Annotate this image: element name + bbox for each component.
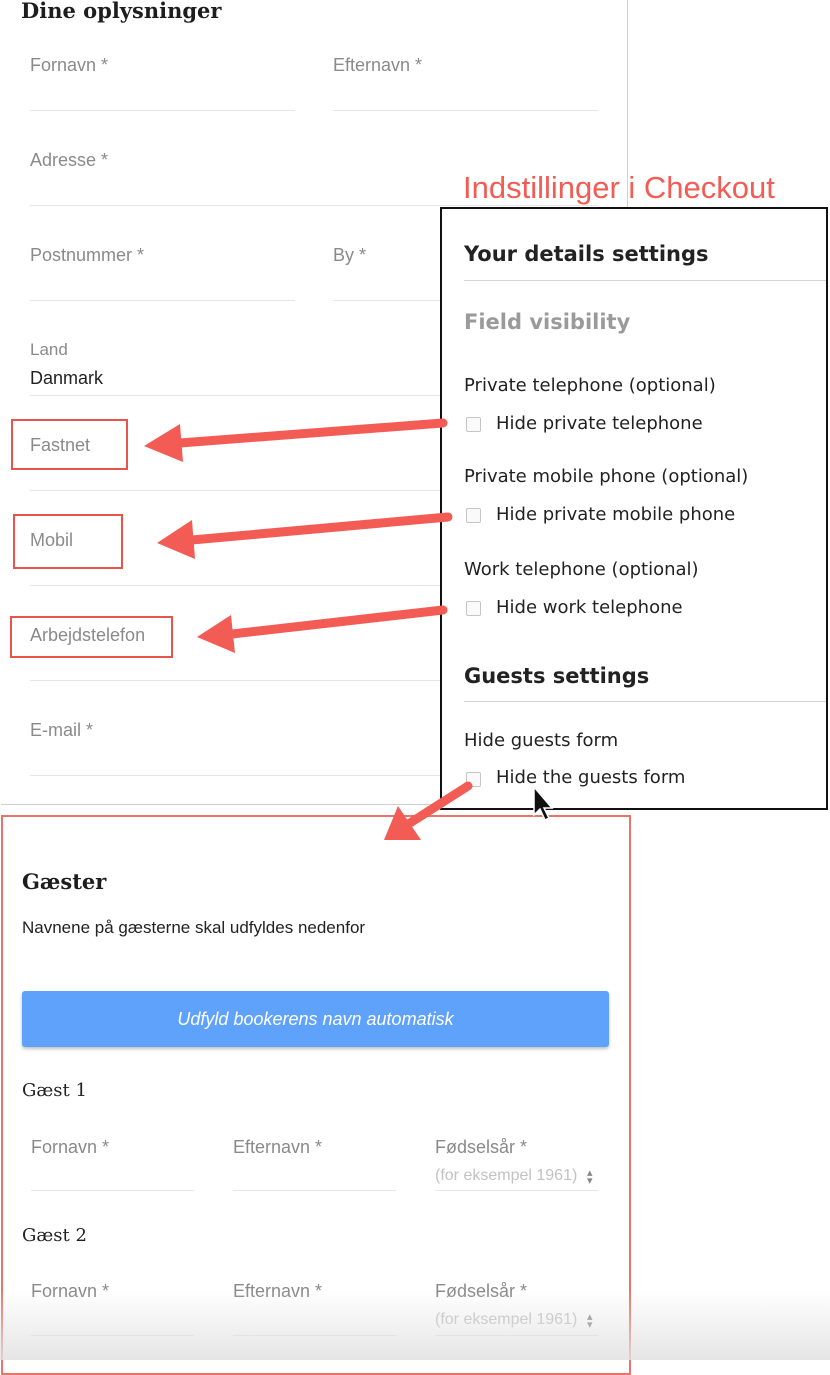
hide-private-telephone-checkbox[interactable]	[466, 417, 481, 432]
work-telephone-label: Work telephone (optional)	[464, 559, 699, 580]
country-label: Land	[30, 340, 68, 359]
email-label: E-mail *	[30, 720, 94, 740]
first-name-label: Fornavn *	[30, 55, 109, 75]
guest-2-title: Gæst 2	[22, 1225, 87, 1246]
arrow-landline-line	[175, 418, 448, 448]
details-title: Dine oplysninger	[21, 0, 222, 23]
field-visibility-heading: Field visibility	[464, 310, 631, 334]
work-phone-input[interactable]	[30, 680, 598, 681]
arrow-work-phone-head	[197, 615, 235, 653]
work-phone-highlight-box	[10, 616, 173, 658]
guests-settings-divider	[464, 701, 826, 702]
guest-1-birth-year-spinner[interactable]: ▴▾	[587, 1167, 593, 1187]
country-select[interactable]: Danmark	[30, 368, 104, 388]
details-settings-panel: Your details settings Field visibility P…	[440, 207, 828, 810]
arrow-mobile-line	[187, 512, 453, 545]
last-name-label: Efternavn *	[333, 55, 423, 75]
hide-guests-form-label: Hide guests form	[464, 730, 619, 751]
postal-code-label: Postnummer *	[30, 245, 145, 265]
guests-title: Gæster	[22, 869, 107, 894]
hide-work-telephone-label[interactable]: Hide work telephone	[496, 597, 683, 618]
landline-highlight-box	[11, 419, 128, 470]
guest-1-last-name-label: Efternavn *	[233, 1137, 323, 1157]
last-name-input[interactable]	[333, 110, 598, 111]
autofill-booker-name-button[interactable]: Udfyld bookerens navn automatisk	[22, 991, 609, 1047]
mobile-highlight-box	[13, 514, 123, 569]
guest-1-last-name-input[interactable]	[233, 1190, 396, 1191]
guest-1-first-name-label: Fornavn *	[31, 1137, 110, 1157]
city-label: By *	[333, 245, 367, 265]
hide-private-mobile-label[interactable]: Hide private mobile phone	[496, 504, 736, 525]
private-mobile-label: Private mobile phone (optional)	[464, 466, 749, 487]
hide-private-telephone-label[interactable]: Hide private telephone	[496, 413, 703, 434]
hide-work-telephone-checkbox[interactable]	[466, 601, 481, 616]
guest-1-title: Gæst 1	[22, 1080, 87, 1101]
private-telephone-label: Private telephone (optional)	[464, 375, 716, 396]
hide-guests-form-option-label[interactable]: Hide the guests form	[496, 767, 686, 788]
arrow-work-phone-line	[227, 605, 448, 639]
arrow-guests-head	[384, 806, 421, 840]
work-phone-label: Arbejdstelefon	[30, 625, 146, 645]
address-label: Adresse *	[30, 150, 109, 170]
details-settings-title: Your details settings	[464, 242, 709, 266]
email-input[interactable]	[30, 775, 598, 776]
mouse-cursor-icon	[533, 784, 554, 822]
hide-private-mobile-checkbox[interactable]	[466, 508, 481, 523]
guests-form-panel: Gæster Navnene på gæsterne skal udfyldes…	[1, 815, 631, 1375]
postal-code-input[interactable]	[30, 300, 295, 301]
settings-divider	[464, 280, 826, 281]
arrow-landline-head	[144, 424, 183, 462]
landline-label: Fastnet	[30, 435, 91, 455]
address-input[interactable]	[30, 205, 598, 206]
landline-input[interactable]	[30, 490, 598, 491]
arrow-mobile-head	[157, 520, 195, 559]
checkout-settings-caption: Indstillinger i Checkout	[463, 170, 775, 205]
mobile-label: Mobil	[30, 530, 74, 550]
guests-description: Navnene på gæsterne skal udfyldes nedenf…	[22, 918, 366, 937]
country-underline	[30, 395, 598, 396]
guest-1-birth-year-underline	[435, 1190, 598, 1191]
mobile-input[interactable]	[30, 585, 598, 586]
arrow-guests-line	[405, 781, 473, 828]
guest-1-birth-year-label: Fødselsår *	[435, 1137, 528, 1157]
guest-1-birth-year-input[interactable]: (for eksempel 1961)	[435, 1167, 578, 1184]
guests-settings-title: Guests settings	[464, 664, 650, 688]
first-name-input[interactable]	[30, 110, 295, 111]
guest-1-first-name-input[interactable]	[31, 1190, 194, 1191]
